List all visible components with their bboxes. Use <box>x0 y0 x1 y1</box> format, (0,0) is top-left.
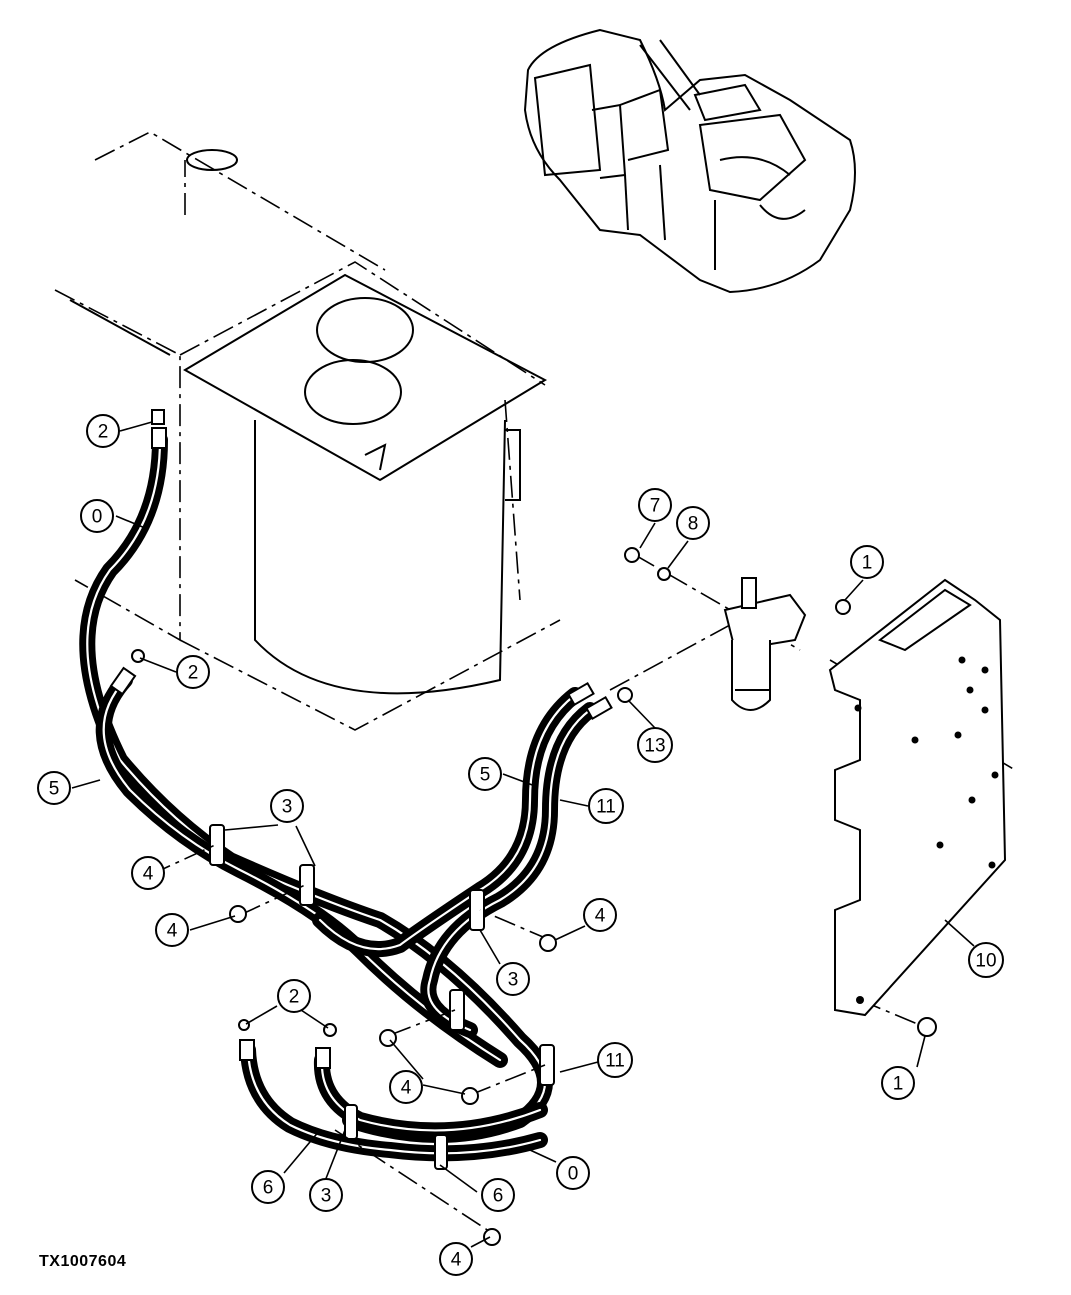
nut <box>238 1019 250 1031</box>
callout-4: 4 <box>155 913 189 947</box>
filter-assembly <box>723 577 807 711</box>
callout-6: 6 <box>481 1178 515 1212</box>
callout-11: 11 <box>597 1042 633 1078</box>
hose-fitting <box>151 427 167 449</box>
callout-circle <box>80 499 114 533</box>
callout-number: 3 <box>282 797 293 818</box>
mounting-bracket <box>828 578 1007 1017</box>
callout-number: 5 <box>49 779 60 800</box>
callout-8: 8 <box>676 506 710 540</box>
callout-circle <box>86 414 120 448</box>
callout-circle <box>439 1242 473 1276</box>
callout-circle <box>37 771 71 805</box>
callout-circle <box>270 789 304 823</box>
callout-circle <box>481 1178 515 1212</box>
callout-3: 3 <box>270 789 304 823</box>
excavator-locator-view <box>523 28 856 294</box>
callout-circle <box>676 506 710 540</box>
callout-5: 5 <box>37 771 71 805</box>
callout-number: 0 <box>92 507 103 528</box>
bolt <box>624 547 640 563</box>
callout-circle <box>496 962 530 996</box>
figure-id: TX1007604 <box>39 1253 127 1270</box>
callout-number: 4 <box>595 906 606 927</box>
callout-number: 4 <box>143 864 154 885</box>
hydraulic-tank <box>54 131 561 731</box>
callout-0: 0 <box>556 1156 590 1190</box>
hose-assembly-right <box>312 681 613 1038</box>
callout-number: 3 <box>321 1186 332 1207</box>
callout-circle <box>131 856 165 890</box>
nut <box>131 649 145 663</box>
callout-number: 7 <box>650 496 661 517</box>
callout-circle <box>968 942 1004 978</box>
callout-number: 2 <box>188 663 199 684</box>
callout-circle <box>881 1066 915 1100</box>
callout-3: 3 <box>309 1178 343 1212</box>
callout-circle <box>251 1170 285 1204</box>
callout-2: 2 <box>277 979 311 1013</box>
callout-circle <box>556 1156 590 1190</box>
callout-3: 3 <box>496 962 530 996</box>
callout-2: 2 <box>176 655 210 689</box>
callout-number: 13 <box>644 736 665 757</box>
callout-number: 6 <box>263 1178 274 1199</box>
callout-circle <box>277 979 311 1013</box>
callout-4: 4 <box>583 898 617 932</box>
callout-number: 0 <box>568 1164 579 1185</box>
callout-circle <box>637 727 673 763</box>
callout-circle <box>588 788 624 824</box>
callout-number: 3 <box>508 970 519 991</box>
callout-circle <box>155 913 189 947</box>
callout-circle <box>176 655 210 689</box>
callout-circle <box>850 545 884 579</box>
callout-4: 4 <box>389 1070 423 1104</box>
callout-1: 1 <box>881 1066 915 1100</box>
callout-number: 4 <box>401 1078 412 1099</box>
callout-circle <box>389 1070 423 1104</box>
callout-number: 2 <box>289 987 300 1008</box>
washer <box>657 567 671 581</box>
callout-5: 5 <box>468 757 502 791</box>
callout-2: 2 <box>86 414 120 448</box>
callout-7: 7 <box>638 488 672 522</box>
callout-circle <box>638 488 672 522</box>
callout-number: 6 <box>493 1186 504 1207</box>
callout-number: 4 <box>167 921 178 942</box>
hose-clamps <box>209 824 555 1170</box>
callout-circle <box>597 1042 633 1078</box>
callout-circle <box>309 1178 343 1212</box>
callout-number: 8 <box>688 514 699 535</box>
callout-number: 4 <box>451 1250 462 1271</box>
callout-circle <box>583 898 617 932</box>
bolt <box>483 1228 501 1246</box>
callout-6: 6 <box>251 1170 285 1204</box>
callout-0: 0 <box>80 499 114 533</box>
bolt <box>229 905 247 923</box>
leader-lines <box>71 421 975 1248</box>
callout-4: 4 <box>439 1242 473 1276</box>
callout-number: 11 <box>605 1051 625 1072</box>
callout-10: 10 <box>968 942 1004 978</box>
bolt <box>917 1017 937 1037</box>
callout-circle <box>468 757 502 791</box>
bolt <box>461 1087 479 1105</box>
callout-1: 1 <box>850 545 884 579</box>
hose-assembly-lower <box>239 1039 548 1162</box>
callout-number: 2 <box>98 422 109 443</box>
nut <box>617 687 633 703</box>
callout-4: 4 <box>131 856 165 890</box>
callout-number: 5 <box>480 765 491 786</box>
callout-11: 11 <box>588 788 624 824</box>
callout-13: 13 <box>637 727 673 763</box>
callout-number: 1 <box>862 553 873 574</box>
callout-number: 11 <box>596 797 616 818</box>
bolt <box>539 934 557 952</box>
bolt <box>835 599 851 615</box>
callout-number: 1 <box>893 1074 904 1095</box>
callout-number: 10 <box>975 951 996 972</box>
